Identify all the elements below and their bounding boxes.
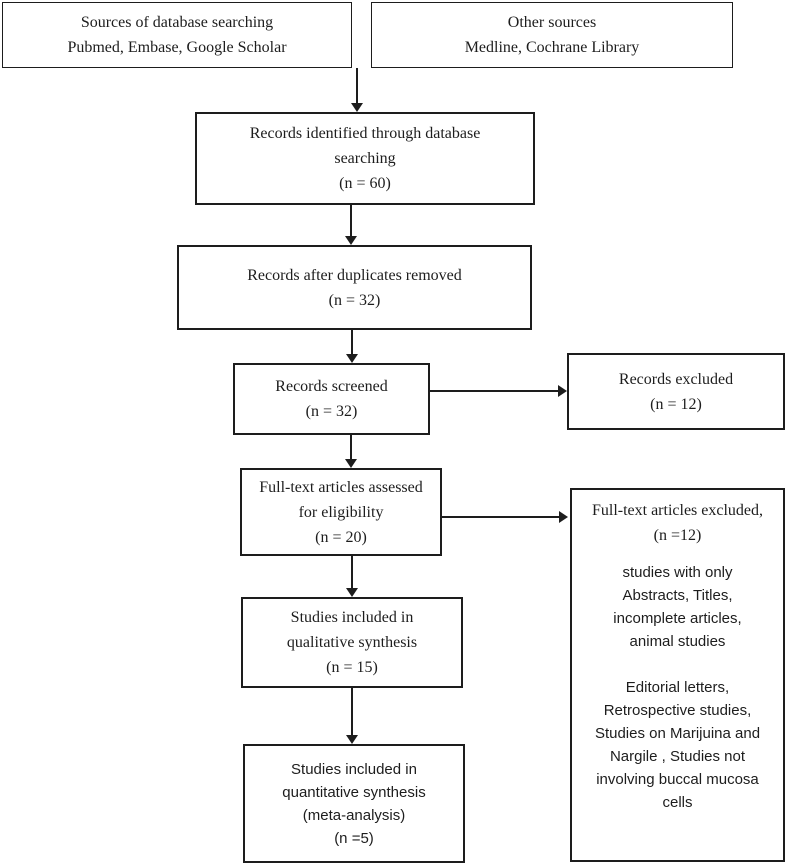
qualitative-line3: (n = 15)	[326, 659, 378, 676]
sources-db-box: Sources of database searching Pubmed, Em…	[2, 2, 352, 68]
fulltext-excluded-reason-line: Retrospective studies,	[603, 702, 752, 719]
fulltext-excluded-reason-line: cells	[662, 794, 693, 811]
records-screened-box: Records screened (n = 32)	[233, 363, 430, 435]
quantitative-line3: (meta-analysis)	[302, 806, 406, 824]
fulltext-excluded-heading: Full-text articles excluded, (n =12)	[592, 498, 763, 548]
fulltext-excluded-reason-line: Nargile , Studies not	[609, 748, 746, 765]
quantitative-line1: Studies included in	[291, 760, 417, 778]
fulltext-excluded-reason-line: Abstracts, Titles,	[622, 587, 733, 604]
connector-fulltext-to-excluded	[442, 516, 559, 518]
fulltext-excluded-line1: Full-text articles excluded,	[591, 502, 764, 519]
arrow-down-icon	[345, 459, 357, 468]
connector-sources-to-identified	[356, 68, 358, 103]
quantitative-line4: (n =5)	[334, 829, 374, 847]
qualitative-line1: Studies included in	[290, 609, 414, 626]
connector-qualitative-to-quantitative	[351, 688, 353, 735]
records-identified-box: Records identified through database sear…	[195, 112, 535, 205]
connector-screened-to-excluded	[430, 390, 558, 392]
connector-screened-to-fulltext	[350, 435, 352, 459]
records-dedup-line1: Records after duplicates removed	[247, 266, 462, 284]
fulltext-excluded-reason-line: Editorial letters,	[625, 679, 730, 696]
fulltext-excluded-reason-line: studies with only	[622, 564, 733, 581]
records-screened-line1: Records screened	[275, 378, 388, 395]
records-screened-line2: (n = 32)	[305, 403, 358, 420]
arrow-down-icon	[345, 236, 357, 245]
records-identified-line3: (n = 60)	[339, 175, 391, 192]
connector-fulltext-to-qualitative	[351, 556, 353, 588]
records-excluded-box: Records excluded (n = 12)	[567, 353, 785, 430]
fulltext-excluded-reason-line: Studies on Marijuina and	[594, 725, 761, 742]
connector-identified-to-dedup	[350, 205, 352, 236]
fulltext-assessed-box: Full-text articles assessed for eligibil…	[240, 468, 442, 556]
fulltext-assessed-line2: for eligibility	[298, 503, 384, 521]
quantitative-box: Studies included in quantitative synthes…	[243, 744, 465, 863]
fulltext-excluded-reason-line: animal studies	[629, 633, 726, 650]
records-identified-line2: searching	[334, 150, 396, 167]
arrow-right-icon	[558, 385, 567, 397]
fulltext-assessed-line3: (n = 20)	[315, 528, 367, 546]
qualitative-line2: qualitative synthesis	[286, 634, 418, 651]
records-dedup-line2: (n = 32)	[328, 291, 381, 309]
fulltext-excluded-line2: (n =12)	[653, 527, 702, 544]
arrow-down-icon	[346, 354, 358, 363]
records-excluded-line2: (n = 12)	[650, 395, 702, 413]
fulltext-excluded-reason-line: involving buccal mucosa	[596, 771, 759, 788]
sources-db-line2: Pubmed, Embase, Google Scholar	[67, 39, 287, 56]
fulltext-excluded-reasons-2: Editorial letters, Retrospective studies…	[595, 676, 760, 814]
fulltext-excluded-box: Full-text articles excluded, (n =12) stu…	[570, 488, 785, 862]
other-sources-line1: Other sources	[507, 14, 597, 31]
connector-dedup-to-screened	[351, 330, 353, 354]
arrow-down-icon	[346, 588, 358, 597]
fulltext-excluded-reason-line: incomplete articles,	[613, 610, 742, 627]
other-sources-box: Other sources Medline, Cochrane Library	[371, 2, 733, 68]
quantitative-line2: quantitative synthesis	[282, 783, 426, 801]
records-identified-line1: Records identified through database	[249, 125, 481, 142]
fulltext-assessed-line1: Full-text articles assessed	[259, 478, 423, 496]
other-sources-line2: Medline, Cochrane Library	[464, 39, 640, 56]
arrow-down-icon	[351, 103, 363, 112]
arrow-right-icon	[559, 511, 568, 523]
qualitative-box: Studies included in qualitative synthesi…	[241, 597, 463, 688]
sources-db-line1: Sources of database searching	[80, 14, 274, 31]
records-dedup-box: Records after duplicates removed (n = 32…	[177, 245, 532, 330]
fulltext-excluded-reasons-1: studies with only Abstracts, Titles, inc…	[613, 561, 741, 653]
records-excluded-line1: Records excluded	[618, 370, 734, 388]
arrow-down-icon	[346, 735, 358, 744]
